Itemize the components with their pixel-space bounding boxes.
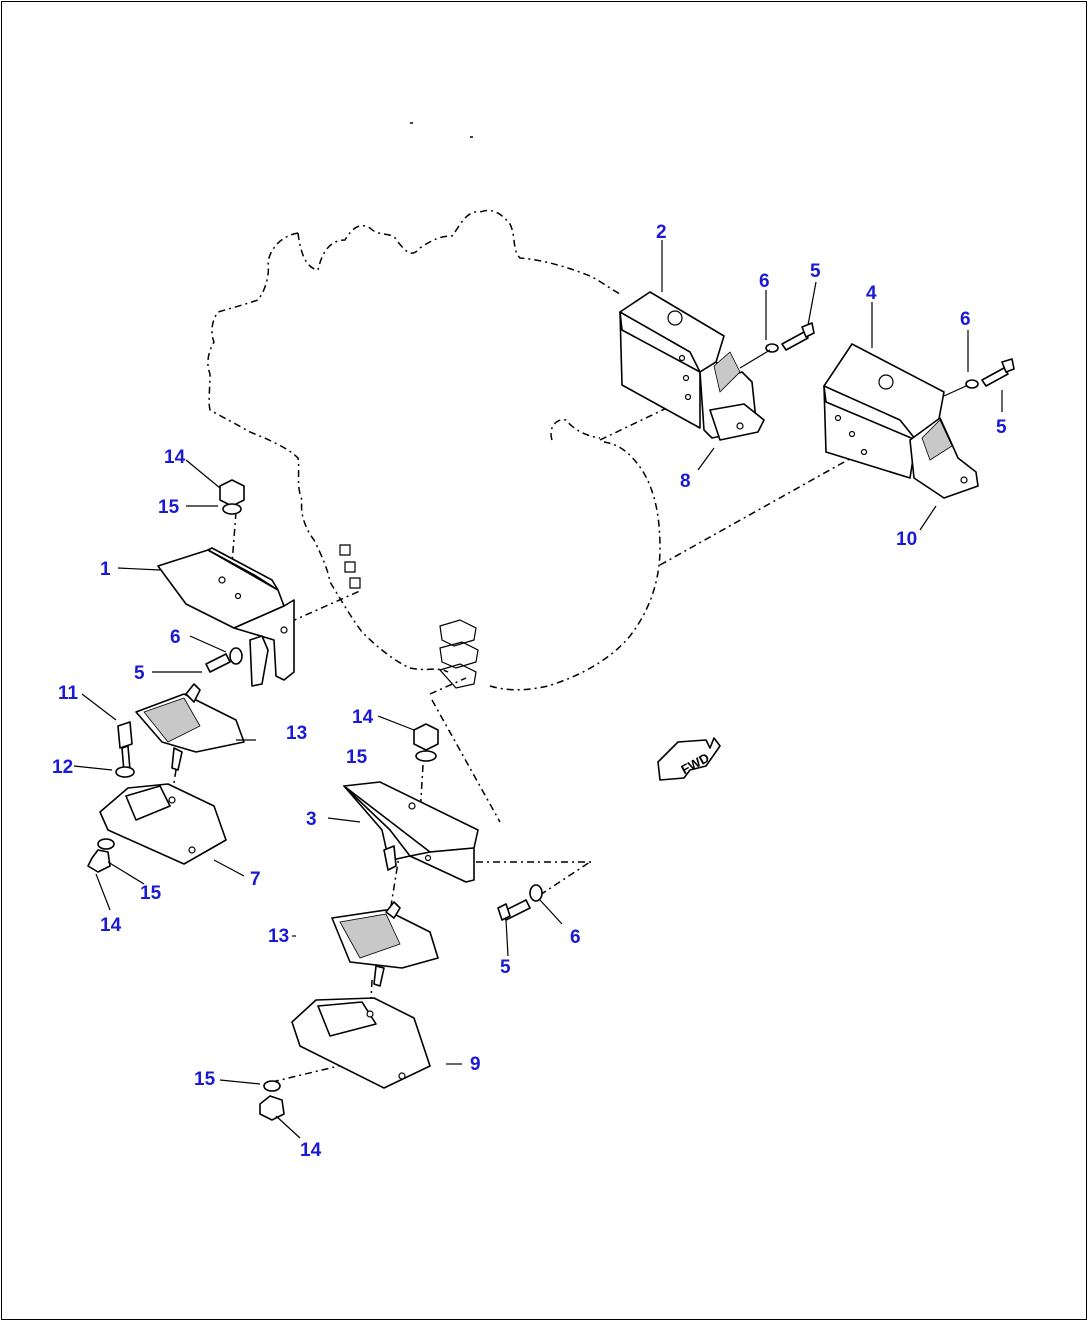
callout-12: 12: [52, 757, 73, 778]
callout-6: 6: [759, 271, 770, 292]
callout-10: 10: [896, 529, 917, 550]
callout-6: 6: [170, 627, 181, 648]
callout-14: 14: [100, 915, 122, 936]
callout-14: 14: [164, 447, 186, 468]
callout-15: 15: [194, 1069, 216, 1090]
callout-15: 15: [158, 497, 180, 518]
callout-2: 2: [656, 222, 667, 243]
callout-1: 1: [100, 559, 111, 580]
part-2-mount-bracket: [619, 291, 815, 441]
callout-4: 4: [866, 283, 877, 304]
callout-11: 11: [58, 683, 79, 704]
part-13-rubber-cushion-left: [115, 683, 245, 778]
callout-5: 5: [134, 663, 145, 684]
callout-5: 5: [996, 417, 1007, 438]
bolt-and-washer-front-right: [497, 884, 543, 921]
callout-5: 5: [810, 261, 821, 282]
part-4-mount-bracket: [823, 343, 1015, 499]
part-9-base-plate-right: [259, 997, 431, 1121]
callout-labels: 2 6 5 4 6 5 8 10 14 15 1 6 5 11 13 12 7 …: [52, 222, 1007, 1161]
callout-15: 15: [140, 883, 162, 904]
forward-arrow-icon: FWD: [657, 737, 721, 781]
engine-outline: [207, 122, 661, 691]
callout-15: 15: [346, 747, 368, 768]
callout-5: 5: [500, 957, 511, 978]
callout-13: 13: [268, 926, 289, 947]
callout-8: 8: [680, 471, 691, 492]
callout-6: 6: [960, 309, 971, 330]
callout-6: 6: [570, 927, 581, 948]
callout-7: 7: [250, 869, 261, 890]
part-1-front-bracket-left: [157, 479, 295, 687]
callout-9: 9: [470, 1054, 481, 1075]
callout-14: 14: [352, 707, 374, 728]
callout-3: 3: [306, 809, 317, 830]
callout-13: 13: [286, 723, 307, 744]
callout-14: 14: [300, 1140, 322, 1161]
part-7-base-plate-left: [87, 783, 227, 873]
part-13-rubber-cushion-right: [331, 901, 439, 987]
part-3-front-bracket-right: [343, 723, 479, 883]
leader-lines: [73, 240, 1003, 1139]
